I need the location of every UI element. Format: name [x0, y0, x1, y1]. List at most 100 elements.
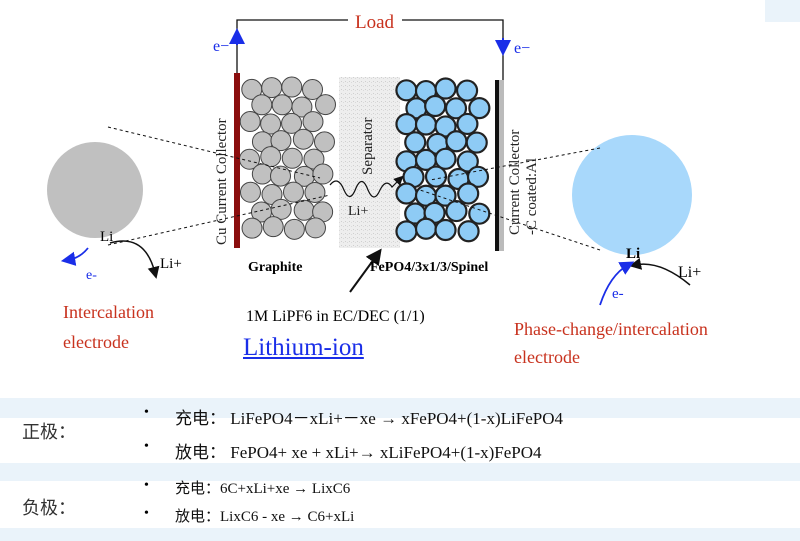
left-electron-label: e-	[86, 268, 97, 283]
particle	[270, 165, 292, 187]
electron-label-left: e−	[213, 38, 230, 55]
particle	[468, 202, 491, 225]
bullet: •	[144, 439, 149, 454]
right-li-ion-label: Li+	[678, 264, 702, 281]
bullet: •	[144, 478, 149, 493]
positive-discharge-equation: 放电： FePO4+ xe + xLi+→ xLiFePO4+(1-x)FePO…	[175, 443, 542, 462]
electrolyte-pointer-arrow	[349, 248, 382, 293]
al-coating	[499, 80, 504, 251]
circuit-wire	[236, 19, 504, 80]
particle	[281, 76, 303, 98]
particle	[395, 182, 418, 205]
particle	[395, 79, 418, 102]
negative-discharge-equation: 放电：LixC6 - xe → C6+xLi	[175, 509, 355, 525]
li-ion-path	[329, 175, 404, 198]
particle	[262, 216, 284, 238]
particle	[302, 78, 324, 100]
separator-ion-label: Li+	[348, 204, 369, 219]
graphite-particle-magnified	[47, 142, 143, 238]
left-li-label: Li	[100, 229, 114, 245]
electron-label-right: e−	[514, 40, 531, 57]
negative-charge-equation: 充电：6C+xLi+xe → LixC6	[175, 481, 351, 497]
right-electron-label: e-	[612, 286, 624, 302]
particle	[260, 113, 282, 135]
electron-insert-arrow	[599, 261, 635, 306]
particle	[313, 131, 335, 153]
particle	[434, 218, 457, 242]
particle	[281, 112, 303, 134]
li-insert-arrow	[629, 257, 691, 286]
particle	[456, 112, 479, 136]
particle	[395, 113, 418, 136]
particle	[456, 150, 479, 173]
cathode-collector	[495, 80, 499, 251]
electron-release-arrow	[60, 247, 89, 266]
cathode-material-label: FePO4/3x1/3/Spinel	[370, 260, 489, 275]
particle	[414, 217, 438, 240]
particle	[304, 217, 326, 239]
particle	[270, 130, 292, 152]
anode-material-label: Graphite	[248, 260, 303, 275]
particle	[455, 79, 479, 102]
particle	[260, 146, 282, 168]
left-caption-1: Intercalation	[63, 302, 154, 322]
right-caption-2: electrode	[514, 347, 580, 367]
particle	[251, 163, 273, 185]
particle	[314, 94, 336, 116]
particle	[445, 130, 468, 153]
background-band	[0, 398, 800, 418]
particle	[271, 94, 293, 116]
particle	[468, 96, 491, 120]
particle	[291, 96, 313, 118]
li-release-arrow	[109, 240, 160, 279]
bullet: •	[144, 506, 149, 521]
separator-label: Separator	[360, 117, 376, 175]
particle	[434, 147, 457, 170]
load-label: Load	[355, 12, 395, 33]
background-band	[0, 463, 800, 481]
particle	[281, 147, 303, 169]
particle	[434, 77, 457, 100]
right-caption-1: Phase-change/intercalation	[514, 319, 708, 339]
particle	[444, 97, 468, 120]
lithium-ion-link[interactable]: Lithium-ion	[243, 334, 364, 361]
anode-collector-label: Cu Current Collector	[214, 118, 230, 245]
particle	[445, 199, 468, 223]
particle	[465, 131, 488, 154]
zoom-lines	[107, 126, 601, 251]
battery-diagram	[47, 19, 692, 306]
particle	[283, 218, 305, 240]
bullet: •	[144, 405, 149, 420]
particle	[414, 113, 438, 136]
particle	[239, 111, 261, 133]
electrolyte-label: 1M LiPF6 in EC/DEC (1/1)	[246, 308, 425, 325]
particle	[293, 199, 315, 221]
right-li-label: Li	[626, 246, 641, 262]
particle	[292, 128, 314, 150]
particle	[424, 165, 448, 188]
cathode-particles	[395, 77, 491, 243]
background-band	[0, 528, 800, 541]
particle	[457, 182, 480, 205]
separator	[339, 77, 400, 248]
cathode-collector-label-1: Current Collector	[507, 129, 523, 235]
cu-collector	[234, 73, 240, 248]
positive-charge-equation: 充电： LiFePO4－xLi+－xe → xFePO4+(1-x)LiFePO…	[175, 409, 563, 428]
particle	[395, 220, 418, 243]
particle	[241, 217, 263, 239]
particle	[457, 220, 480, 243]
particle	[312, 163, 334, 185]
cathode-collector-label-2: -C coated:Al	[524, 157, 540, 235]
background-band	[765, 0, 800, 22]
left-li-ion-label: Li+	[160, 256, 182, 272]
particle	[239, 181, 261, 203]
graphite-particles	[239, 76, 336, 240]
cathode-particle-magnified	[572, 135, 692, 255]
particle	[466, 165, 490, 188]
negative-electrode-label: 负极：	[22, 498, 76, 518]
left-caption-2: electrode	[63, 332, 129, 352]
particle	[251, 94, 273, 116]
particle	[282, 181, 304, 203]
particle	[302, 111, 324, 133]
particle	[424, 94, 447, 118]
